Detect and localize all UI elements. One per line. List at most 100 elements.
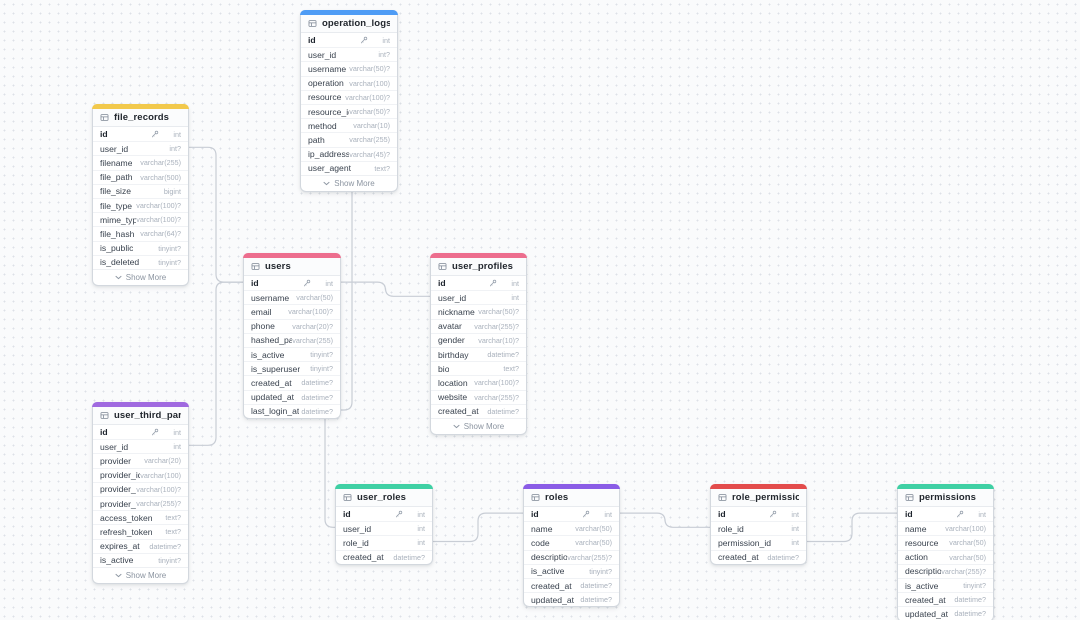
table-header[interactable]: permissions (898, 489, 993, 507)
table-header[interactable]: users (244, 258, 340, 276)
relationship-line[interactable] (620, 512, 710, 528)
show-more-button[interactable]: Show More (301, 174, 397, 191)
table-role_permissions[interactable]: role_permissionsidintrole_idintpermissio… (710, 484, 807, 565)
table-header[interactable]: file_records (93, 109, 188, 127)
table-header[interactable]: operation_logs (301, 15, 397, 33)
relationship-line[interactable] (189, 281, 243, 446)
show-more-button[interactable]: Show More (93, 268, 188, 285)
table-row[interactable]: descriptionvarchar(255)? (898, 563, 993, 578)
relationship-line[interactable] (341, 281, 430, 297)
table-header[interactable]: user_profiles (431, 258, 526, 276)
table-header[interactable]: user_third_parties (93, 407, 188, 425)
table-row[interactable]: descriptionvarchar(255)? (524, 549, 619, 564)
relationship-line[interactable] (189, 146, 243, 283)
table-row[interactable]: hashed_passw…varchar(255) (244, 332, 340, 347)
relationship-line[interactable] (433, 512, 523, 543)
show-more-button[interactable]: Show More (431, 417, 526, 434)
table-header[interactable]: role_permissions (711, 489, 806, 507)
table-row[interactable]: provider_user…varchar(100)? (93, 481, 188, 496)
table-header[interactable]: roles (524, 489, 619, 507)
relationship-line[interactable] (807, 512, 897, 543)
table-user_third_parties[interactable]: user_third_partiesidintuser_idintprovide… (92, 402, 189, 584)
table-header[interactable]: user_roles (336, 489, 432, 507)
relationship-line[interactable] (324, 417, 335, 528)
